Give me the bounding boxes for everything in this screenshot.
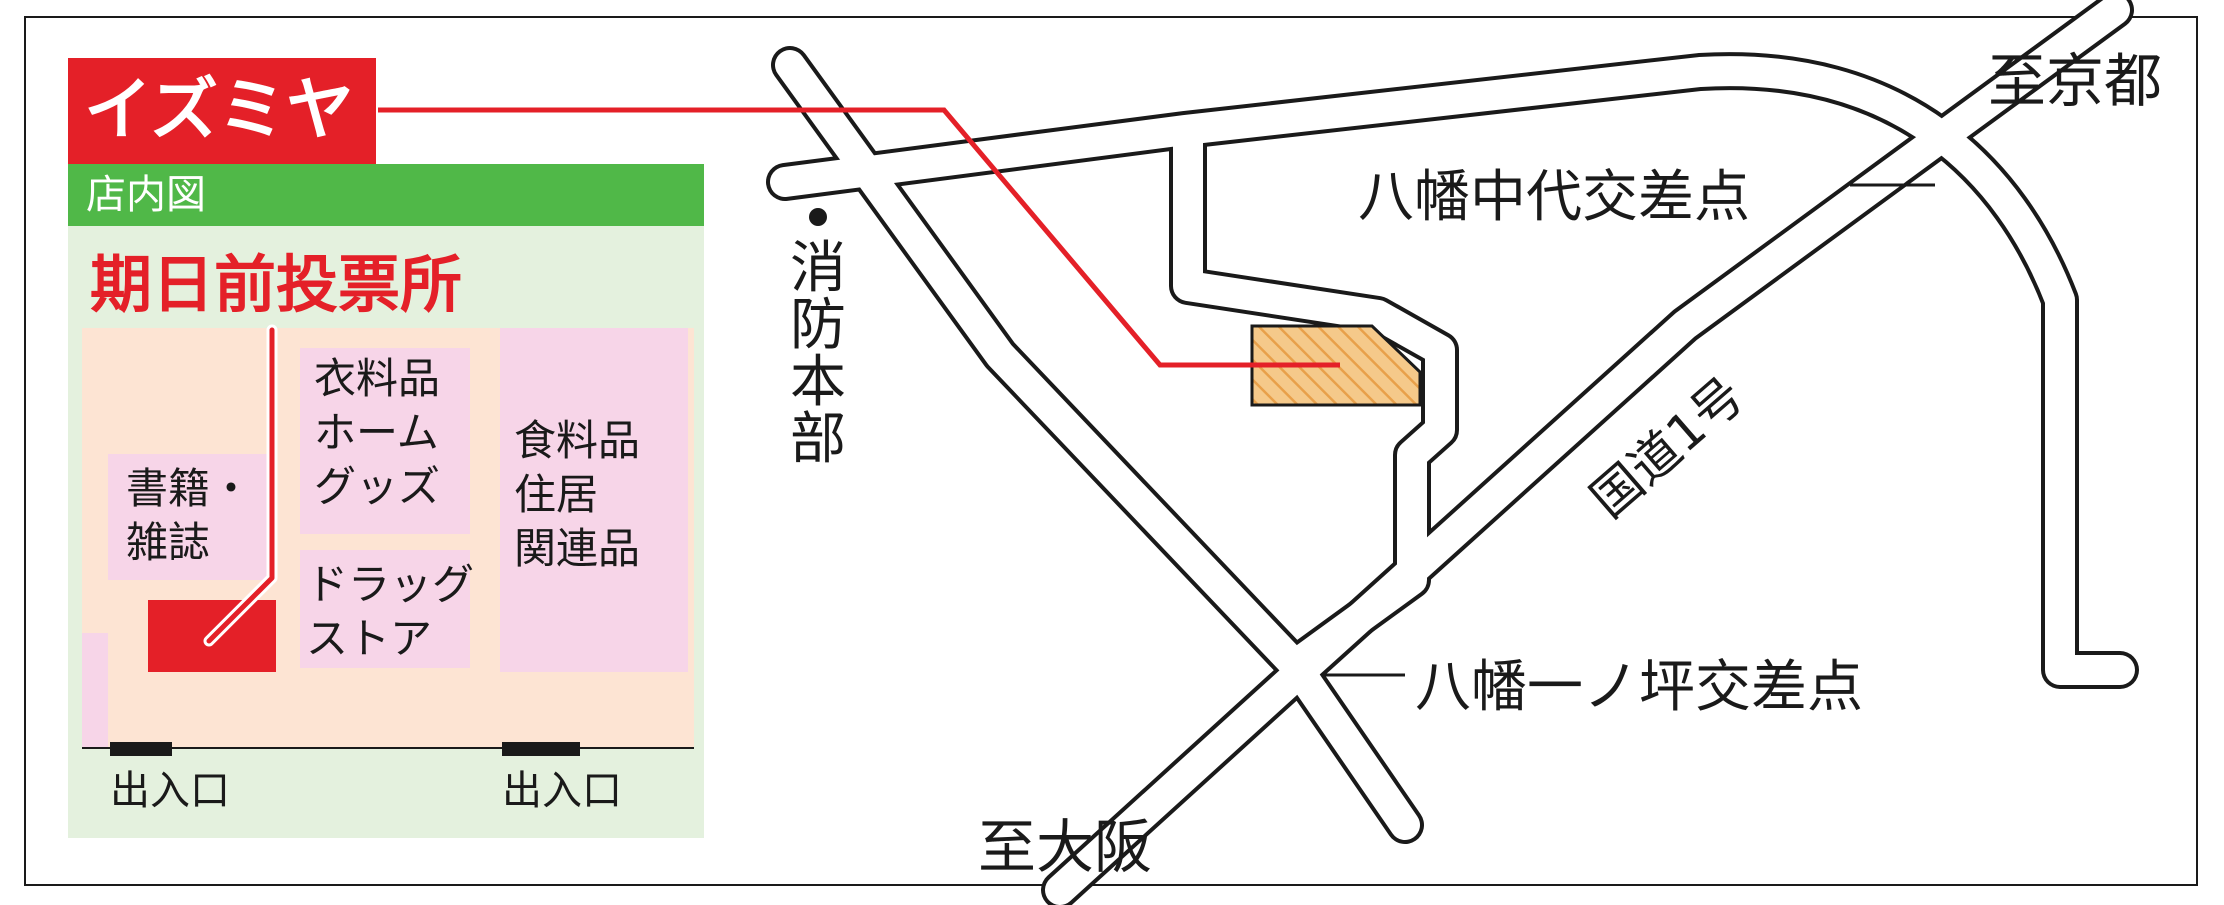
zone-food-line-2: 住居 — [514, 470, 599, 519]
fire-station-label: 消 防 本 部 — [790, 236, 846, 473]
zone-drugstore-line-2: ストア — [306, 614, 433, 663]
early-voting-heading: 期日前投票所 — [90, 248, 463, 321]
inset-leader-line — [82, 324, 694, 749]
floor-map-subtitle: 店内図 — [68, 164, 704, 226]
roads-fill — [770, 0, 2135, 905]
fire-station-dot — [809, 208, 827, 226]
zone-food — [500, 328, 688, 672]
zone-clothing-line-1: 衣料品 — [314, 354, 441, 403]
entrance-left-marker — [110, 742, 172, 756]
zone-clothing — [300, 348, 470, 534]
fire-station-char-1: 消 — [790, 236, 846, 301]
zone-books-line-1: 書籍・ — [126, 464, 253, 513]
entrance-right-marker — [502, 742, 580, 756]
map-frame — [24, 16, 2198, 886]
store-floor-inset: イズミヤ 店内図 期日前投票所 衣料品 ホーム グッズ 書籍・ 雑誌 ドラッグ … — [68, 58, 704, 838]
leader-line — [378, 107, 1340, 368]
to-osaka-label: 至大阪 — [978, 813, 1153, 881]
zone-drugstore-label: ドラッグ ストア — [306, 558, 474, 666]
zone-clothing-label: 衣料品 ホーム グッズ — [314, 352, 440, 514]
zone-drugstore — [300, 550, 470, 668]
entrance-left-label: 出入口 — [110, 768, 230, 814]
intersection-south-label: 八幡一ノ坪交差点 — [1415, 655, 1863, 720]
zone-food-label: 食料品 住居 関連品 — [514, 414, 640, 576]
intersection-north-label: 八幡中代交差点 — [1358, 165, 1750, 230]
zone-drugstore-line-1: ドラッグ — [306, 560, 475, 609]
fire-station-char-3: 本 — [790, 350, 846, 416]
zone-books-label: 書籍・ 雑誌 — [126, 462, 252, 570]
entrance-right-label: 出入口 — [502, 768, 622, 814]
to-kyoto-label: 至京都 — [1988, 47, 2163, 115]
zone-food-line-1: 食料品 — [514, 416, 641, 465]
zone-clothing-line-2: ホーム — [314, 408, 439, 457]
store-title: イズミヤ — [68, 58, 376, 164]
fire-station-char-2: 防 — [790, 293, 846, 359]
zone-food-line-3: 関連品 — [514, 524, 641, 573]
zone-books — [108, 454, 268, 580]
zone-books-line-2: 雑誌 — [126, 518, 211, 567]
fire-station-char-4: 部 — [790, 407, 846, 473]
zone-clothing-line-3: グッズ — [314, 462, 441, 511]
zone-side-strip — [82, 633, 108, 748]
